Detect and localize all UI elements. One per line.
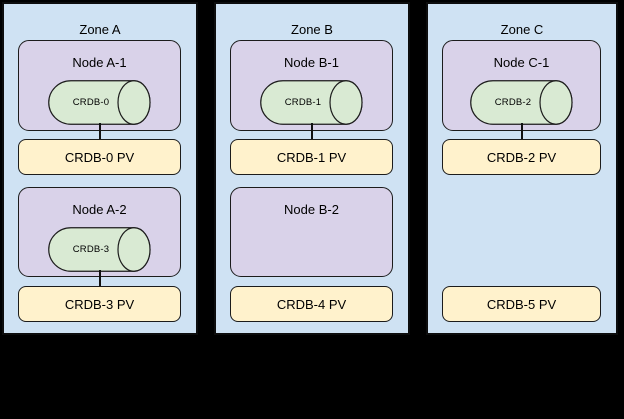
crdb-5-pv-label: CRDB-5 PV <box>486 296 557 312</box>
zone-c-label: Zone C <box>500 22 544 37</box>
cylinder-shape-icon <box>469 80 573 125</box>
zone-c-container: Zone C Node C-1 CRDB-2 CRDB-2 PV CRDB-5 … <box>426 2 618 335</box>
crdb-1-pod-label: CRDB-1 <box>284 97 322 108</box>
crdb-0-pv-connector-line <box>99 123 101 139</box>
node-c1-box: Node C-1 CRDB-2 <box>442 40 601 131</box>
crdb-3-pod-label: CRDB-3 <box>72 244 110 255</box>
node-a1-label: Node A-1 <box>72 55 127 70</box>
node-a2-label: Node A-2 <box>72 202 127 217</box>
zone-a-container: Zone A Node A-1 CRDB-0 CRDB-0 PV Node A-… <box>2 2 198 335</box>
crdb-3-pv-label: CRDB-3 PV <box>64 296 135 312</box>
crdb-1-pv-box: CRDB-1 PV <box>230 139 393 175</box>
node-a2-box: Node A-2 CRDB-3 <box>18 187 181 277</box>
node-c1-label: Node C-1 <box>493 55 550 70</box>
crdb-0-pod-label: CRDB-0 <box>72 97 110 108</box>
crdb-1-pod-cylinder: CRDB-1 <box>259 80 364 125</box>
crdb-2-pod-cylinder: CRDB-2 <box>469 80 574 125</box>
crdb-5-pv-box: CRDB-5 PV <box>442 286 601 322</box>
crdb-0-pv-label: CRDB-0 PV <box>64 149 135 165</box>
crdb-2-pod-label: CRDB-2 <box>494 97 532 108</box>
node-b1-label: Node B-1 <box>284 55 339 70</box>
crdb-2-pv-box: CRDB-2 PV <box>442 139 601 175</box>
node-b2-label: Node B-2 <box>284 202 339 217</box>
crdb-3-pv-box: CRDB-3 PV <box>18 286 181 322</box>
crdb-2-pv-connector-line <box>521 123 523 139</box>
zone-b-container: Zone B Node B-1 CRDB-1 CRDB-1 PV Node B-… <box>214 2 410 335</box>
crdb-0-pv-box: CRDB-0 PV <box>18 139 181 175</box>
crdb-3-pv-connector-line <box>99 270 101 286</box>
crdb-3-pod-cylinder: CRDB-3 <box>47 227 152 272</box>
crdb-4-pv-box: CRDB-4 PV <box>230 286 393 322</box>
crdb-1-pv-label: CRDB-1 PV <box>276 149 347 165</box>
node-a1-box: Node A-1 CRDB-0 <box>18 40 181 131</box>
crdb-4-pv-label: CRDB-4 PV <box>276 296 347 312</box>
node-b2-box: Node B-2 <box>230 187 393 277</box>
crdb-2-pv-label: CRDB-2 PV <box>486 149 557 165</box>
zone-a-label: Zone A <box>79 22 121 37</box>
crdb-1-pv-connector-line <box>311 123 313 139</box>
zone-b-label: Zone B <box>291 22 333 37</box>
cylinder-shape-icon <box>47 227 151 272</box>
cylinder-shape-icon <box>47 80 151 125</box>
crdb-0-pod-cylinder: CRDB-0 <box>47 80 152 125</box>
cylinder-shape-icon <box>259 80 363 125</box>
node-b1-box: Node B-1 CRDB-1 <box>230 40 393 131</box>
